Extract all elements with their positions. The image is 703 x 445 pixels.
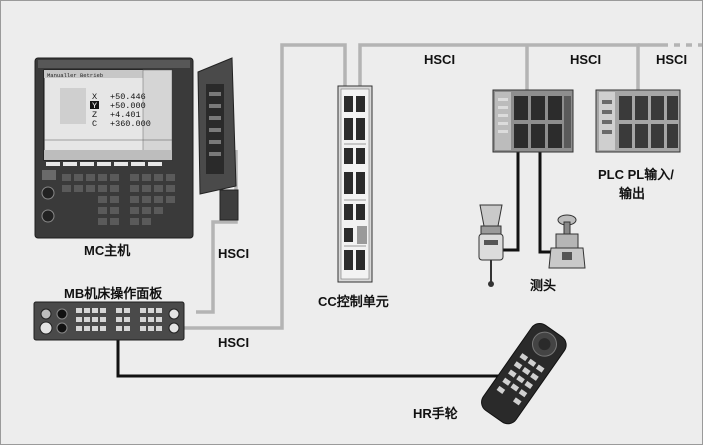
keyboard-keys [62, 174, 175, 225]
plc-label-line2: 输出 [619, 186, 646, 201]
touch-probe-tool [478, 204, 504, 287]
cc-unit-label: CC控制单元 [318, 294, 389, 309]
hsci-cable [183, 43, 662, 330]
mc-host-side-board [197, 57, 239, 221]
hsci-label-top-middle: HSCI [570, 52, 602, 67]
axis-y-label: Y [92, 101, 97, 111]
axis-y-value: +50.000 [110, 101, 146, 111]
hsci-label-top-right: HSCI [656, 52, 688, 67]
axis-c-label: C [92, 119, 97, 129]
axis-x-label: X [92, 92, 97, 102]
screen-axis-readout: X +50.446 Y +50.000 Z +4.401 C +360.000 [90, 92, 151, 129]
mc-host-label: MC主机 [84, 243, 131, 258]
hsci-label-mb-link: HSCI [218, 335, 250, 350]
soft-keys [46, 162, 162, 166]
axis-z-value: +4.401 [110, 110, 141, 120]
mc-host-unit: Manualler Betrieb X +50.446 Y +50.000 Z … [34, 57, 194, 239]
hr-handwheel-label: HR手轮 [413, 406, 458, 421]
mb-operating-panel [33, 301, 185, 341]
plc-module-b [595, 89, 681, 153]
screen-header: Manualler Betrieb [47, 72, 103, 79]
axis-z-label: Z [92, 110, 97, 120]
potentiometer-knob [41, 209, 55, 223]
hr-handwheel [481, 322, 567, 425]
hsci-label-mc-link: HSCI [218, 246, 250, 261]
plc-label-line1: PLC PL输入/ [598, 167, 674, 182]
hsci-label-top-left: HSCI [424, 52, 456, 67]
tool-setter-probe [548, 214, 586, 269]
mb-panel-label: MB机床操作面板 [64, 286, 163, 301]
axis-x-value: +50.446 [110, 92, 146, 102]
plc-module-a [492, 89, 574, 153]
axis-c-value: +360.000 [110, 119, 151, 129]
probe-label: 测头 [530, 278, 557, 293]
potentiometer-knob [41, 186, 55, 200]
cc-control-unit [337, 85, 373, 283]
